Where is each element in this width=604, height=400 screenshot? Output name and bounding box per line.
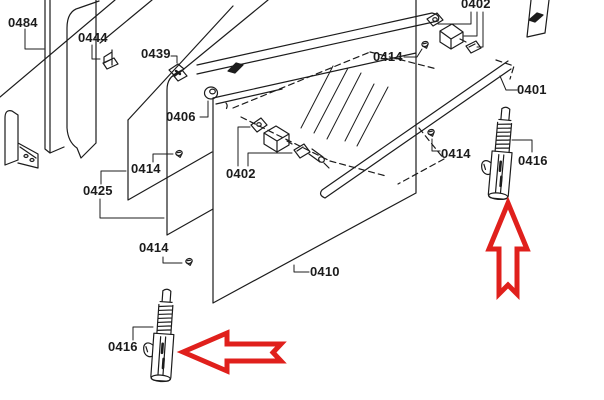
frame-rail [196, 0, 550, 75]
screw-0414-mid-left [174, 149, 184, 159]
part-label-0425: 0425 [83, 183, 113, 198]
part-label-0414-top-right: 0414 [373, 49, 403, 64]
part-label-0406: 0406 [166, 109, 196, 124]
clip-0444 [102, 49, 119, 70]
part-label-0484: 0484 [8, 15, 38, 30]
panel-top-edges [0, 0, 234, 121]
hinge-0416-left [140, 286, 179, 384]
bolt-0406 [203, 86, 228, 110]
part-label-0439: 0439 [141, 46, 171, 61]
part-label-0402-mid: 0402 [226, 166, 256, 181]
door-handle-0401 [308, 60, 512, 199]
leader-lines [24, 11, 533, 341]
inner-glass-panels-0425 [127, 0, 269, 236]
screw-0414-top-right [420, 40, 431, 50]
part-label-0402-top: 0402 [461, 0, 491, 11]
arrow-left-icon [176, 329, 287, 375]
outer-door-panel-0484 [44, 0, 100, 159]
part-label-0416-right: 0416 [518, 153, 548, 168]
latch-parts-0402-top [426, 12, 482, 54]
clip-0439 [168, 63, 188, 82]
part-label-0416-left: 0416 [108, 339, 138, 354]
door-glass-0410 [212, 0, 417, 304]
hinge-0416-right [477, 104, 518, 202]
part-label-0401: 0401 [517, 82, 547, 97]
part-label-0414-bottom: 0414 [139, 240, 169, 255]
latch-parts-0402-mid [250, 117, 311, 159]
screw-0414-bottom [184, 257, 194, 267]
part-label-0444: 0444 [78, 30, 108, 45]
hinge-bracket [4, 110, 39, 169]
arrow-up-icon [485, 196, 531, 301]
part-label-0414-right: 0414 [441, 146, 471, 161]
screw-0414-right [426, 128, 437, 138]
part-label-0410: 0410 [310, 264, 340, 279]
part-label-0414-mid-left: 0414 [131, 161, 161, 176]
